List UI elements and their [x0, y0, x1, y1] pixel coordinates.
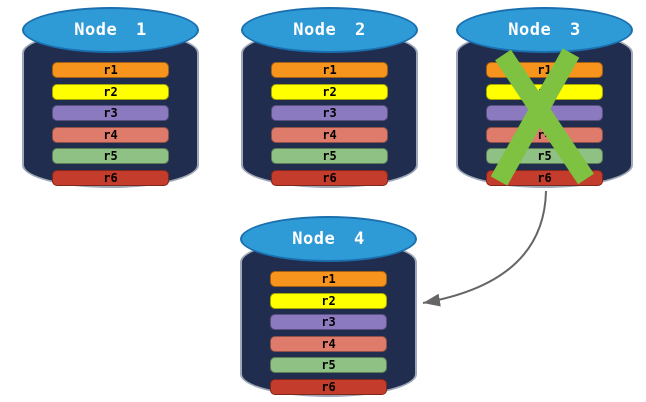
node-4: Node 4 r1 r2 r3 r4 r5 r6: [240, 216, 417, 397]
cylinder-top: Node 2: [241, 7, 418, 53]
node-title: Node 4: [292, 229, 365, 249]
row-bar-r5: r5: [270, 357, 387, 373]
node-1: Node 1 r1 r2 r3 r4 r5 r6: [22, 7, 199, 188]
row-bar-r2: r2: [52, 83, 169, 100]
row-bar-r1: r1: [52, 62, 169, 78]
row-bar-r6: r6: [486, 169, 603, 186]
row-bar-r1: r1: [486, 62, 603, 78]
node-2: Node 2 r1 r2 r3 r4 r5 r6: [241, 7, 418, 188]
row-bar-r5: r5: [52, 148, 169, 164]
row-bar-r6: r6: [271, 169, 388, 186]
row-stack: r1 r2 r3 r4 r5 r6: [486, 62, 603, 186]
row-stack: r1 r2 r3 r4 r5 r6: [271, 62, 388, 186]
row-bar-r1: r1: [270, 271, 387, 287]
row-bar-r3: r3: [52, 105, 169, 121]
cylinder-top: Node 3: [456, 7, 633, 53]
node-title: Node 1: [74, 20, 147, 40]
row-bar-r6: r6: [52, 169, 169, 186]
node-title: Node 3: [508, 20, 581, 40]
cylinder-top: Node 4: [240, 216, 417, 262]
row-bar-r3: r3: [270, 314, 387, 330]
row-bar-r5: r5: [486, 148, 603, 164]
row-bar-r2: r2: [270, 292, 387, 309]
row-bar-r4: r4: [486, 126, 603, 143]
cylinder-top: Node 1: [22, 7, 199, 53]
row-bar-r4: r4: [270, 335, 387, 352]
row-bar-r4: r4: [271, 126, 388, 143]
row-bar-r6: r6: [270, 378, 387, 395]
row-bar-r4: r4: [52, 126, 169, 143]
node-3: Node 3 r1 r2 r3 r4 r5 r6: [456, 7, 633, 188]
row-bar-r5: r5: [271, 148, 388, 164]
row-bar-r2: r2: [486, 83, 603, 100]
row-stack: r1 r2 r3 r4 r5 r6: [270, 271, 387, 395]
row-bar-r1: r1: [271, 62, 388, 78]
row-bar-r2: r2: [271, 83, 388, 100]
row-stack: r1 r2 r3 r4 r5 r6: [52, 62, 169, 186]
row-bar-r3: r3: [486, 105, 603, 121]
node-title: Node 2: [293, 20, 366, 40]
failover-arrow: [422, 190, 547, 307]
row-bar-r3: r3: [271, 105, 388, 121]
